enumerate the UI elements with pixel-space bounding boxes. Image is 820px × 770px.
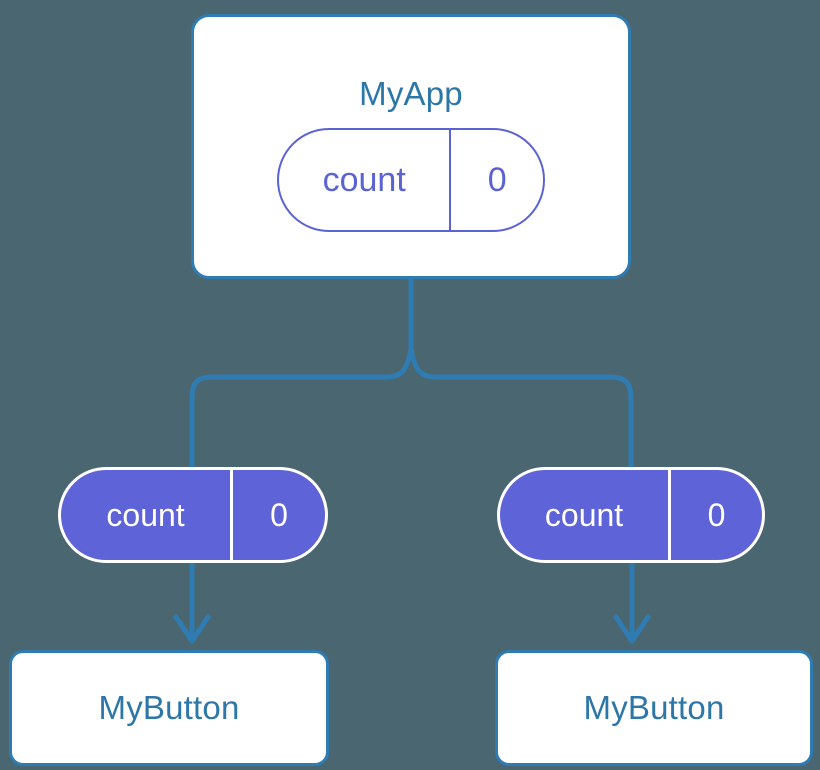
props-pill-left[interactable]: count 0 — [58, 467, 328, 563]
props-pill-right[interactable]: count 0 — [497, 467, 765, 563]
component-box-mybutton-right[interactable]: MyButton — [495, 650, 813, 766]
component-label-mybutton-right: MyButton — [583, 689, 725, 726]
props-pill-right-value: 0 — [707, 496, 726, 533]
props-arrow-right-head — [613, 614, 651, 644]
props-arrow-left-head — [173, 614, 211, 644]
props-pill-right-key: count — [500, 470, 672, 560]
state-pill-key: count — [279, 130, 452, 230]
props-pill-left-value: 0 — [270, 496, 288, 533]
props-pill-left-key: count — [61, 470, 234, 560]
state-pill-value: 0 — [487, 160, 507, 199]
component-box-mybutton-left[interactable]: MyButton — [9, 650, 329, 766]
component-label-mybutton-left: MyButton — [98, 689, 240, 726]
branch-line-left — [189, 348, 414, 480]
component-label-myapp: MyApp — [359, 75, 463, 112]
state-pill-count[interactable]: count 0 — [277, 128, 545, 232]
branch-line-right — [408, 348, 634, 480]
